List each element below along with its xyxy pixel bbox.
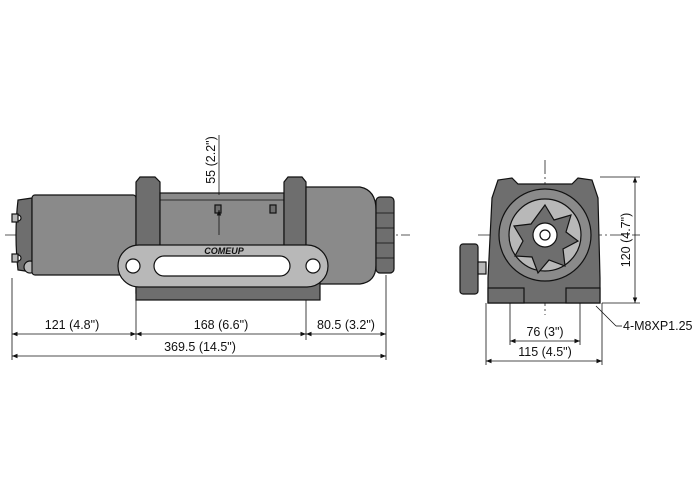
total-length-label: 369.5 (14.5") — [164, 340, 236, 354]
end-height-label: 120 (4.7") — [619, 213, 633, 267]
drum-length-label: 168 (6.6") — [194, 318, 248, 332]
end-view: 120 (4.7") 76 (3") 115 (4.5") 4-M8XP1.25 — [459, 160, 693, 365]
hawse-fairlead: COMEUP — [117, 244, 329, 288]
height-dimension-label: 55 (2.2") — [204, 136, 218, 184]
gearbox-length-label: 80.5 (3.2") — [317, 318, 375, 332]
bolt-spacing-label: 76 (3") — [526, 325, 563, 339]
motor-length-label: 121 (4.8") — [45, 318, 99, 332]
brand-logo: COMEUP — [204, 246, 244, 256]
thread-spec-label: 4-M8XP1.25 — [623, 319, 693, 333]
center-shaft — [539, 229, 551, 241]
clutch-knob — [375, 196, 395, 274]
side-view: COMEUP 55 (2.2") 121 (4.8") 168 (6.6") 8… — [5, 135, 410, 360]
end-width-label: 115 (4.5") — [518, 345, 572, 359]
clutch-knob-side — [459, 243, 479, 295]
